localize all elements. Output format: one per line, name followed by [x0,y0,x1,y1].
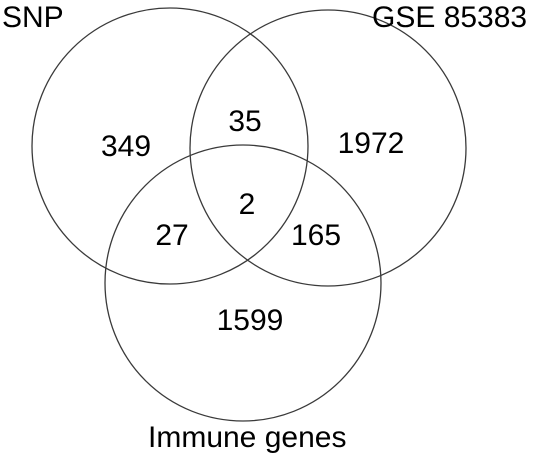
set-label-snp: SNP [2,1,64,34]
circle-immune-genes [104,144,382,422]
set-label-gse-85383: GSE 85383 [372,1,527,34]
count-immune-only: 1599 [217,304,284,337]
count-all-three: 2 [239,188,256,221]
circle-gse-85383 [189,9,467,287]
count-snp-gse: 35 [228,105,261,138]
count-snp-immune: 27 [155,219,188,252]
count-gse-immune: 165 [291,219,341,252]
circle-snp [31,7,309,285]
count-snp-only: 349 [101,130,151,163]
set-label-immune-genes: Immune genes [148,421,346,454]
count-gse-only: 1972 [338,127,405,160]
